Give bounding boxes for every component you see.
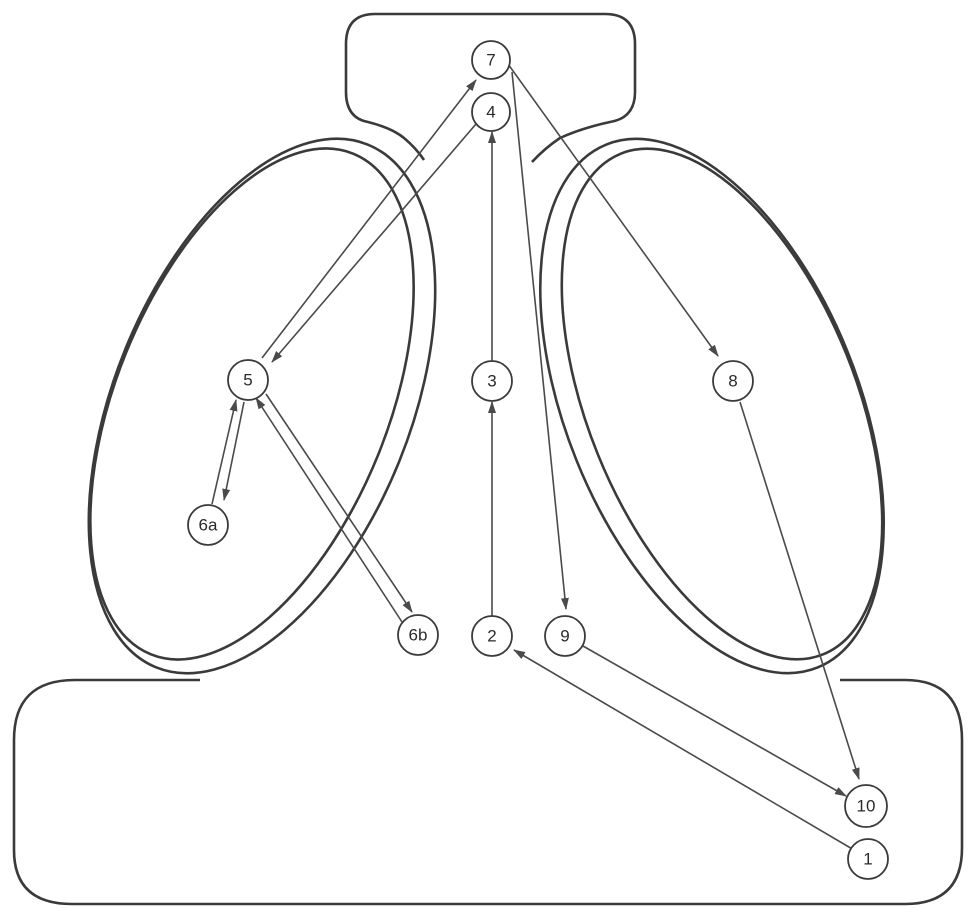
node-10: 10 bbox=[844, 784, 888, 828]
node-3: 3 bbox=[471, 360, 513, 402]
node-7: 7 bbox=[471, 40, 511, 80]
edge-6a-to-5 bbox=[211, 399, 238, 505]
edges bbox=[211, 63, 860, 851]
edge-9-to-10 bbox=[582, 645, 847, 797]
edge-1-to-2 bbox=[513, 649, 855, 851]
node-label: 10 bbox=[857, 797, 876, 816]
node-label: 6b bbox=[409, 626, 428, 645]
node-2: 2 bbox=[471, 615, 513, 657]
node-label: 3 bbox=[487, 372, 496, 391]
node-6b: 6b bbox=[397, 614, 439, 656]
edge-7-to-9 bbox=[511, 71, 569, 610]
node-label: 9 bbox=[560, 627, 569, 646]
edge-8-to-10 bbox=[739, 401, 860, 780]
base-region-outline bbox=[12, 678, 964, 906]
node-8: 8 bbox=[712, 360, 754, 402]
node-5: 5 bbox=[227, 359, 269, 401]
edge-4-to-5 bbox=[271, 123, 477, 363]
node-label: 7 bbox=[486, 51, 495, 70]
edge-7-to-8 bbox=[507, 63, 719, 357]
node-label: 8 bbox=[728, 372, 737, 391]
left-lobe-outline-inner bbox=[89, 147, 415, 661]
node-label: 5 bbox=[243, 371, 252, 390]
right-lobe-outline-inner bbox=[560, 147, 884, 661]
node-label: 2 bbox=[487, 627, 496, 646]
node-6a: 6a bbox=[187, 504, 229, 546]
node-label: 1 bbox=[863, 850, 872, 869]
edge-5-to-7 bbox=[261, 79, 477, 359]
node-label: 6a bbox=[199, 516, 218, 535]
edge-5-to-6b bbox=[265, 393, 413, 613]
node-9: 9 bbox=[544, 615, 586, 657]
node-4: 4 bbox=[471, 92, 511, 132]
left-lobe-outline-outer bbox=[87, 137, 437, 675]
node-1: 1 bbox=[847, 838, 889, 880]
head-region-outline bbox=[344, 12, 637, 163]
outline-shapes bbox=[12, 12, 964, 906]
node-label: 4 bbox=[486, 103, 495, 122]
edge-5-to-6a bbox=[222, 401, 245, 501]
nodes: 7 4 5 3 8 6a 6b 2 bbox=[187, 40, 889, 880]
right-lobe-outline-outer bbox=[538, 137, 886, 675]
edge-6b-to-5 bbox=[255, 397, 403, 623]
